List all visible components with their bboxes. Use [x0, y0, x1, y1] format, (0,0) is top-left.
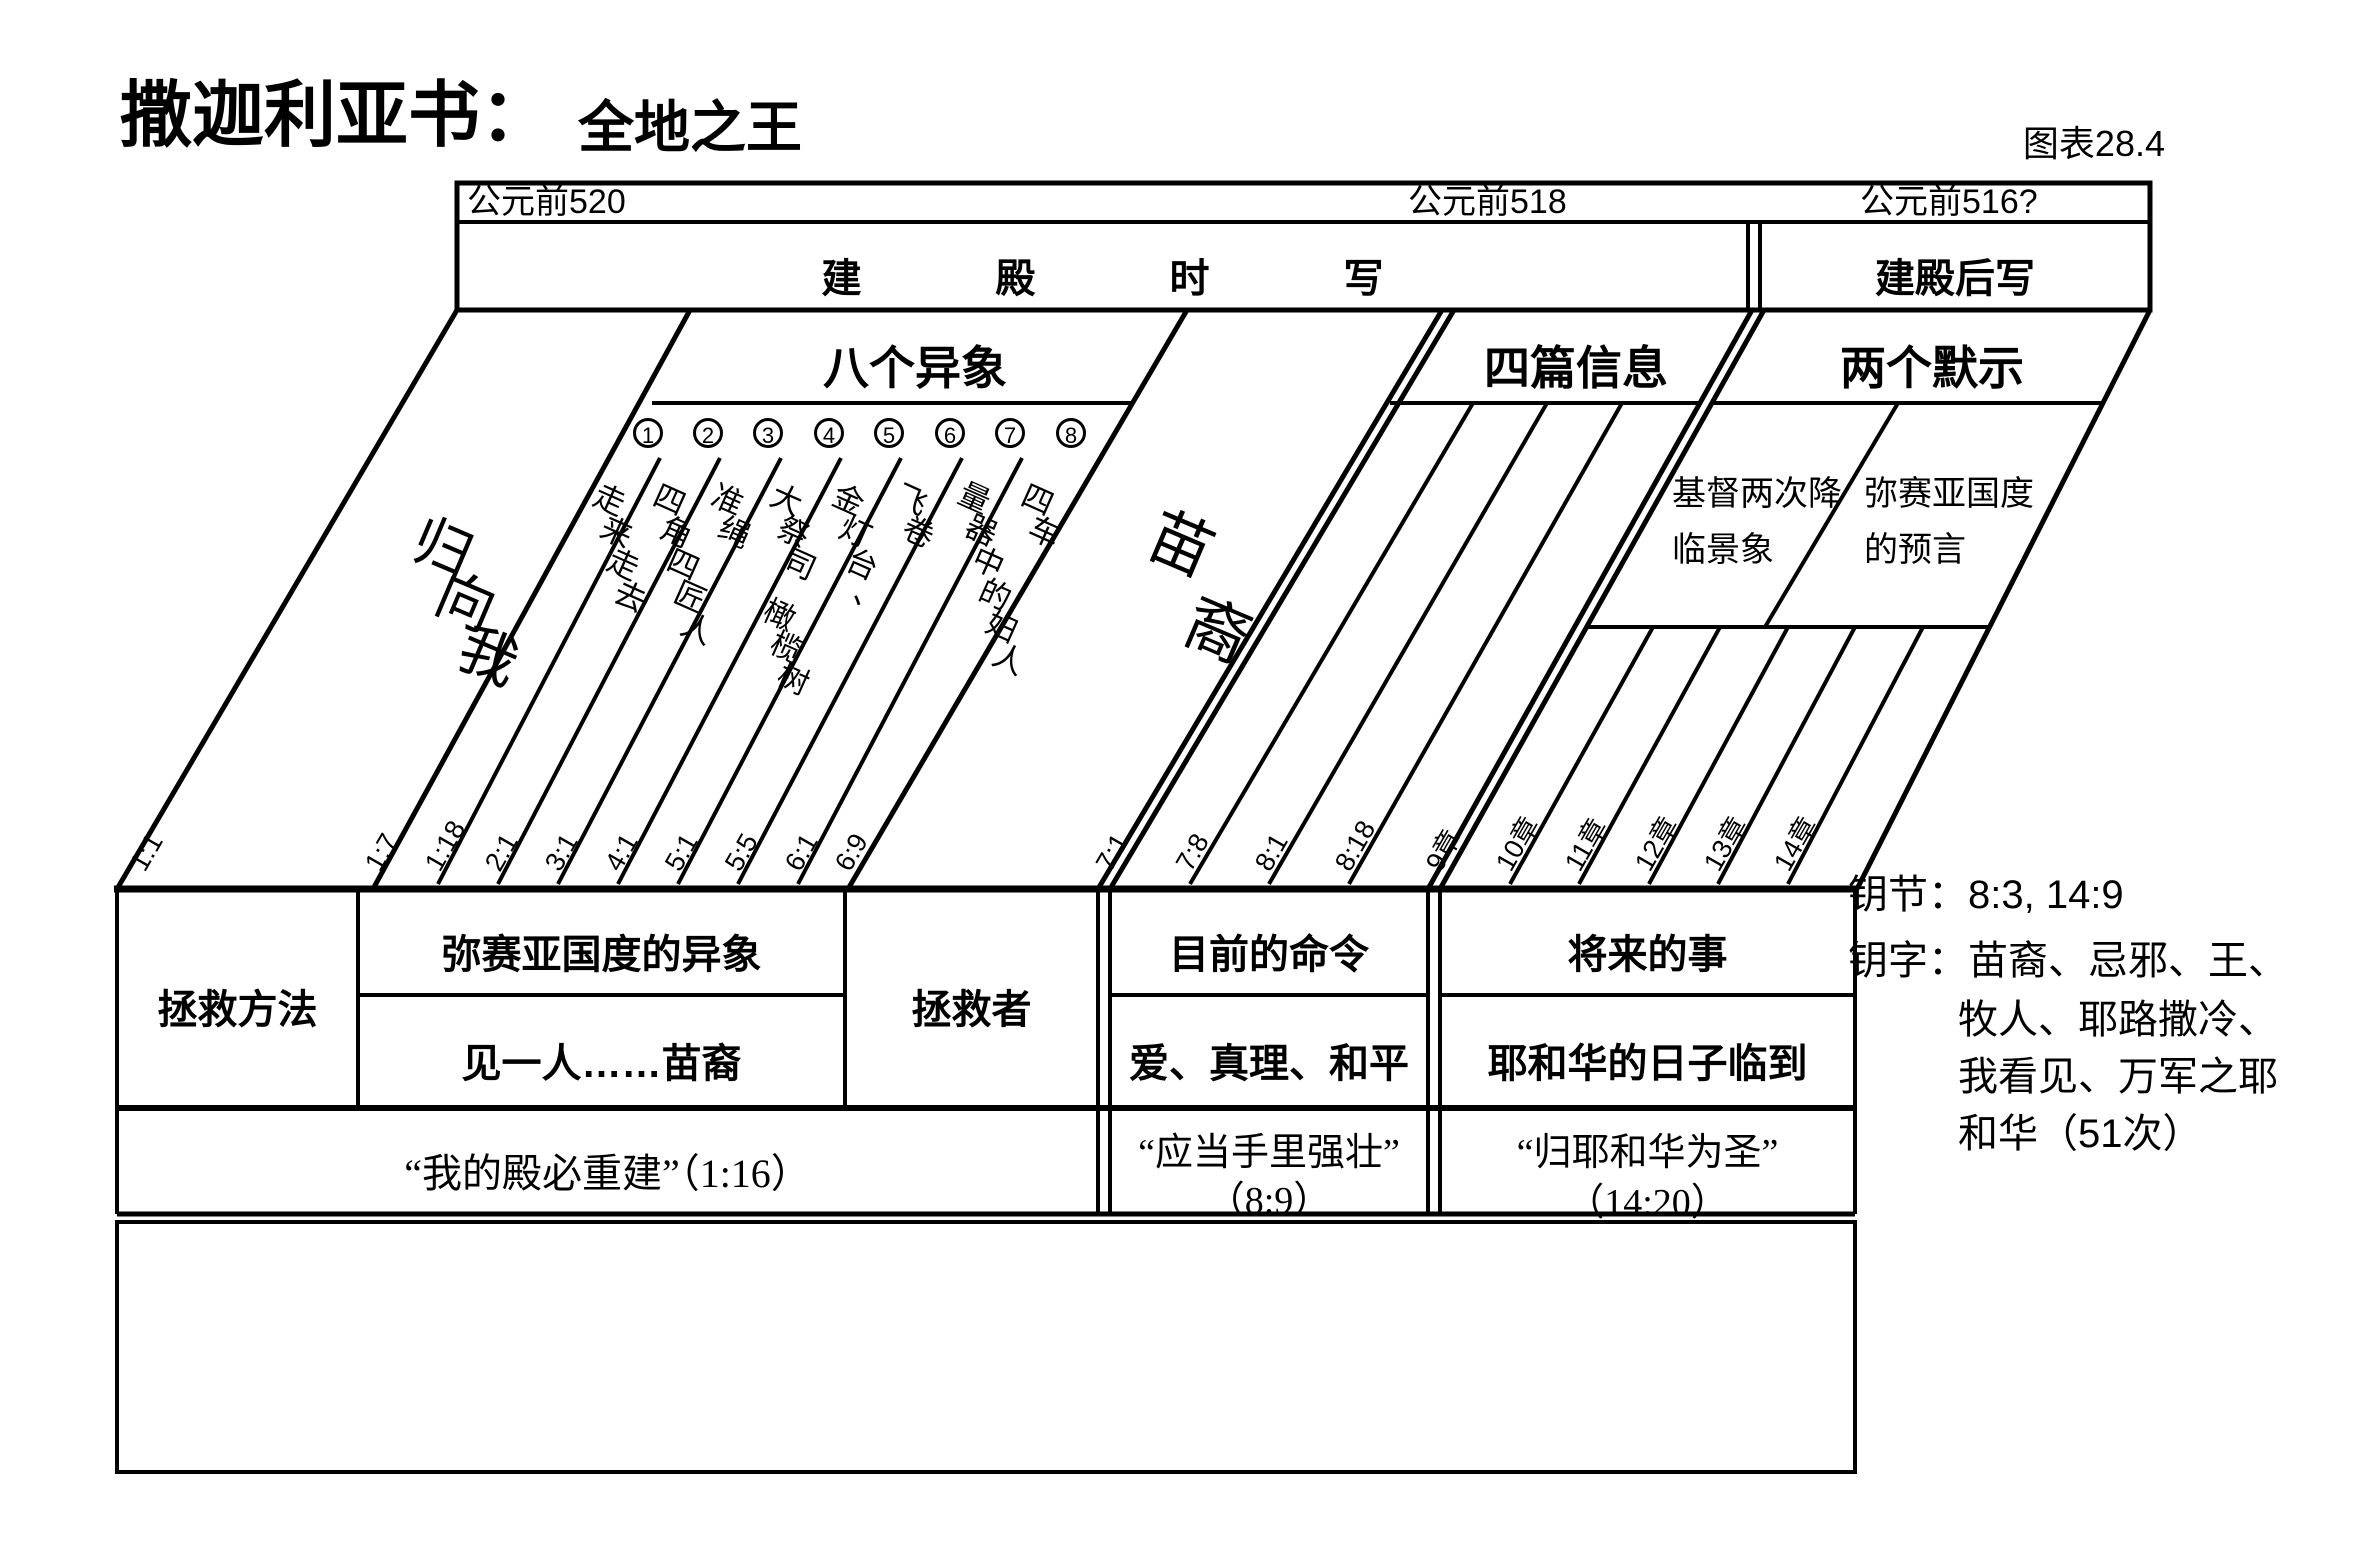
empty-box — [115, 1220, 1857, 1474]
burden-dividers — [1508, 626, 1925, 885]
page-title: 撒迦利亚书： — [120, 76, 553, 156]
key-words-line-2: 牧人、耶路撒冷、 — [1958, 998, 2278, 1042]
period-after-temple: 建殿后写 — [1875, 257, 2035, 301]
key-words-line-1: 钥字：苗裔、忌邪、王、 — [1848, 939, 2288, 983]
period-during-temple: 建殿时写 — [821, 257, 1518, 301]
message-dividers — [1188, 401, 1624, 886]
page-subtitle: 全地之王 — [578, 96, 802, 159]
vision-circle-4: 4 — [814, 418, 844, 448]
vision-circle-2: 2 — [693, 418, 723, 448]
table-quote-holy-to-lord: “归耶和华为圣” — [1516, 1132, 1779, 1174]
table-quote-hands-strong-ref: （8:9） — [1206, 1180, 1332, 1222]
section-diagonals — [114, 308, 2153, 891]
header-eight-visions: 八个异象 — [823, 342, 1007, 394]
vision-circle-7: 7 — [995, 418, 1025, 448]
chart-number: 图表28.4 — [2022, 123, 2165, 164]
header-four-messages: 四篇信息 — [1484, 342, 1668, 394]
vision-label-3: 准绳 — [706, 477, 756, 555]
oracle-cell-2-line-1: 弥赛亚国度 — [1864, 476, 2034, 513]
table-cell-future-things: 将来的事 — [1567, 933, 1728, 977]
table-cell-day-of-lord: 耶和华的日子临到 — [1487, 1042, 1808, 1086]
header-two-burdens: 两个默示 — [1840, 342, 2024, 394]
table-cell-saw-a-man: 见一人……苗裔 — [461, 1042, 742, 1086]
table-cell-love-truth-peace: 爱、真理、和平 — [1129, 1042, 1409, 1086]
key-words-line-3: 我看见、万军之耶 — [1958, 1055, 2278, 1099]
key-verse-line: 钥节：8:3, 14:9 — [1848, 873, 2124, 917]
date-516bc: 公元前516? — [1860, 183, 2038, 221]
date-518bc: 公元前518 — [1408, 183, 1567, 221]
vision-label-8: 四车 — [1016, 477, 1066, 555]
oracle-cell-1-line-1: 基督两次降 — [1672, 476, 1842, 513]
table-quote-holy-to-lord-ref: （14:20） — [1566, 1182, 1729, 1224]
vision-circle-8: 8 — [1056, 418, 1086, 448]
key-words-line-4: 和华（51次） — [1958, 1112, 2203, 1156]
table-quote-hands-strong: “应当手里强壮” — [1138, 1132, 1400, 1174]
vision-circle-3: 3 — [753, 418, 783, 448]
oracle-cell-1-line-2: 临景象 — [1672, 532, 1774, 569]
table-lines — [114, 885, 1858, 1217]
table-cell-savior: 拯救者 — [911, 988, 1032, 1032]
vision-dividers — [436, 457, 1024, 885]
vision-label-6: 飞卷 — [890, 477, 940, 555]
table-quote-temple-rebuilt: “我的殿必重建”（1:16） — [404, 1151, 811, 1196]
vision-circle-6: 6 — [935, 418, 965, 448]
table-cell-salvation-method: 拯救方法 — [157, 988, 318, 1032]
date-520bc: 公元前520 — [467, 183, 626, 221]
oracle-cell-2-line-2: 的预言 — [1864, 532, 1966, 569]
vision-circle-1: 1 — [633, 418, 663, 448]
table-cell-messianic-visions: 弥赛亚国度的异象 — [441, 933, 762, 977]
vision-circle-5: 5 — [874, 418, 904, 448]
timeline-band-border — [454, 180, 2153, 313]
table-cell-present-commands: 目前的命令 — [1169, 933, 1369, 977]
oracle-cell-divider — [1763, 401, 1900, 629]
